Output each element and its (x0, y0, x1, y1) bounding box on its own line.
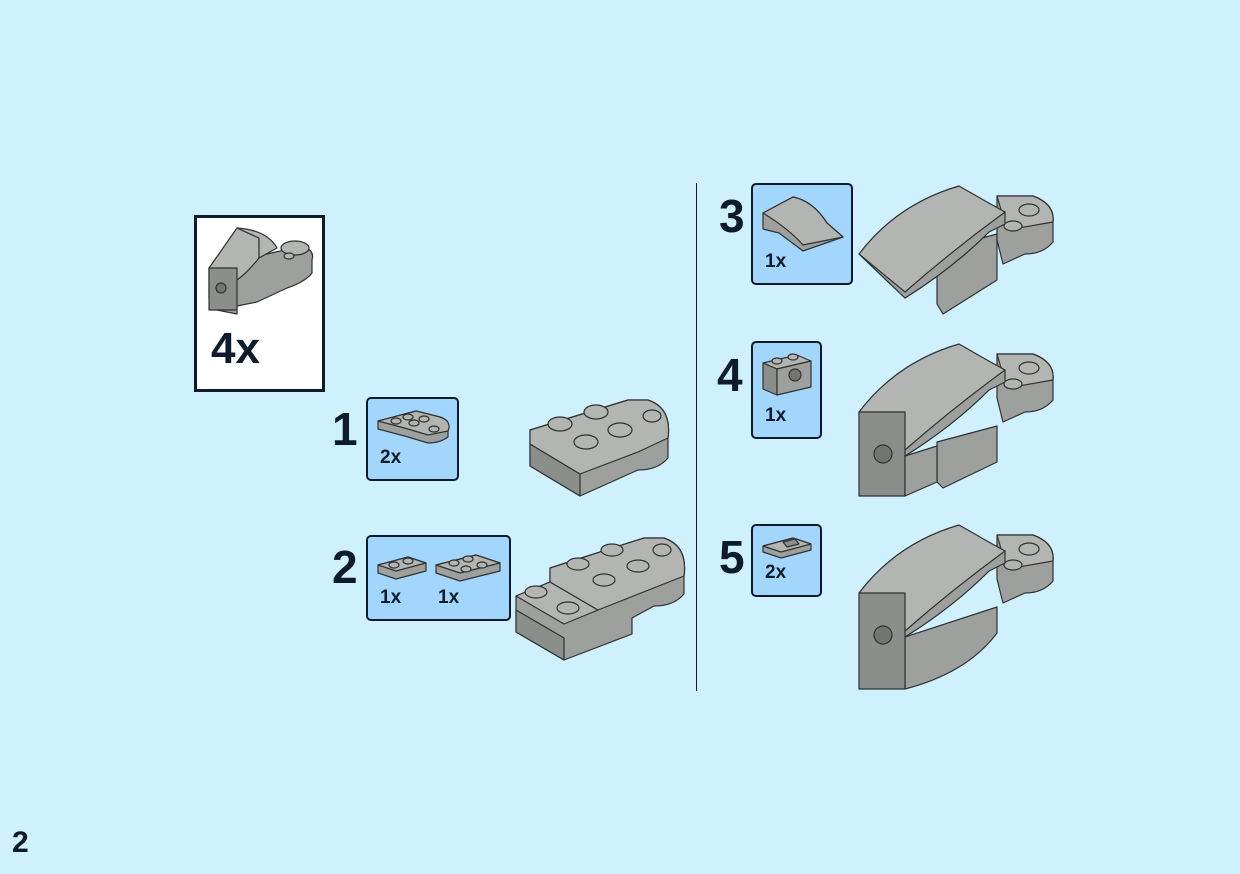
step-2-part-2-qty: 1x (438, 587, 460, 608)
step-3-number: 3 (719, 190, 745, 242)
step-5-parts-box: 2x (751, 524, 822, 597)
step-2-result-image (515, 537, 686, 661)
step-4-result-image (858, 343, 1054, 497)
step-1-parts-box: 2x (366, 397, 459, 481)
step-4-parts-box: 1x (751, 341, 822, 439)
plate-1x2-icon (377, 556, 427, 580)
step-1-result-image (529, 399, 670, 497)
plate-2x2-icon (435, 554, 501, 582)
step-2-part-1-qty: 1x (380, 587, 402, 608)
plate-2x3-round-end-icon (377, 410, 450, 444)
step-3-part-qty: 1x (765, 251, 787, 272)
technic-brick-1x2-hole-icon (762, 353, 812, 396)
subassembly-quantity: 4x (211, 324, 260, 373)
step-5-result-image (858, 524, 1054, 690)
step-5-number: 5 (719, 531, 745, 583)
column-divider (696, 183, 697, 691)
page-number: 2 (12, 826, 29, 859)
step-4-part-qty: 1x (765, 405, 787, 426)
step-1-part-qty: 2x (380, 447, 402, 468)
curved-slope-icon (762, 196, 844, 252)
subassembly-callout: 4x (194, 215, 325, 392)
tile-1x1-clip-icon (762, 537, 812, 559)
subassembly-preview-icon (208, 227, 314, 315)
step-1-number: 1 (332, 403, 358, 455)
step-3-parts-box: 1x (751, 183, 853, 285)
step-2-parts-box: 1x 1x (366, 535, 511, 621)
step-3-result-image (858, 185, 1054, 315)
step-2-number: 2 (332, 541, 358, 593)
step-5-part-qty: 2x (765, 562, 787, 583)
step-4-number: 4 (717, 349, 743, 401)
